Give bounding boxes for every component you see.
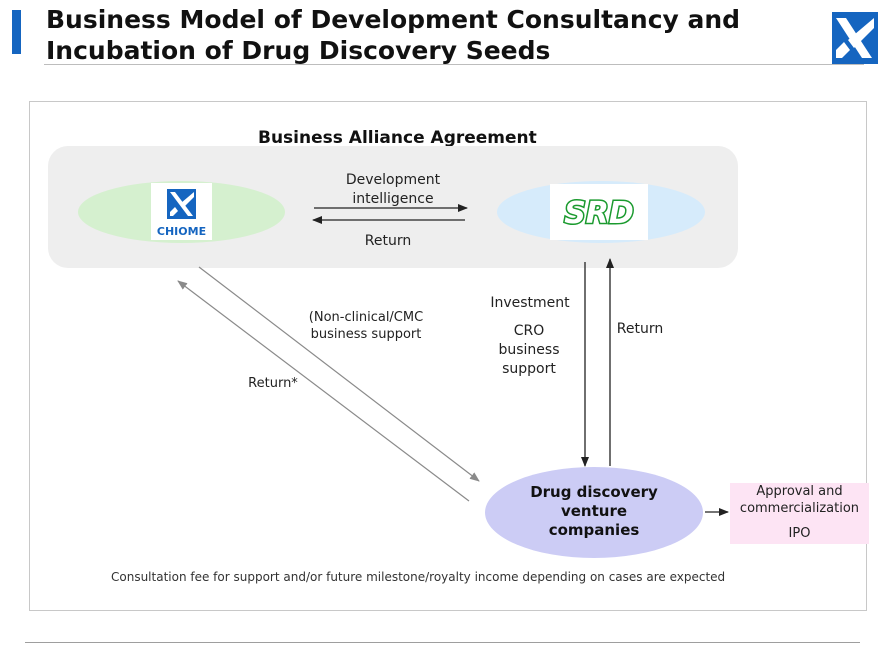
dev-intel-line-1: Development (345, 172, 441, 188)
page-title: Business Model of Development Consultanc… (46, 4, 786, 66)
cro-support-label: CRO business support (487, 322, 571, 379)
cro-line-1: CRO (513, 323, 545, 339)
approval-line-1: Approval and (756, 484, 843, 499)
chiome-logo: CHIOME (151, 183, 212, 240)
company-logo-icon (832, 12, 878, 64)
return-star-label: Return* (248, 376, 298, 391)
investment-label: Investment (490, 295, 570, 311)
title-line-2: Incubation of Drug Discovery Seeds (46, 36, 551, 65)
approval-label: Approval and commercialization (730, 483, 869, 517)
srd-logo: SRD (550, 184, 648, 240)
srd-mark-icon: SRD (563, 195, 636, 233)
return-right-label: Return (616, 321, 664, 337)
approval-line-2: commercialization (739, 501, 860, 516)
return-top-label: Return (364, 233, 412, 249)
venture-label: Drug discovery venture companies (505, 483, 683, 540)
chiome-logo-text: CHIOME (156, 225, 207, 238)
dev-intel-line-2: intelligence (352, 191, 434, 207)
approval-box (730, 483, 869, 544)
venture-line-3: companies (548, 521, 640, 539)
chiome-mark-icon (167, 189, 196, 219)
alliance-title: Business Alliance Agreement (258, 128, 537, 148)
nonclinical-label: (Non-clinical/CMC business support (296, 309, 436, 343)
diagram-panel (29, 101, 867, 611)
arrow-support (198, 266, 480, 482)
footer-divider (25, 642, 860, 643)
nonclinical-line-1: (Non-clinical/CMC (308, 310, 424, 325)
title-accent-bar (12, 10, 21, 54)
title-divider (44, 64, 864, 65)
cro-line-3: support (502, 361, 556, 377)
venture-ellipse (485, 467, 703, 558)
svg-text:SRD: SRD (564, 196, 634, 231)
footnote: Consultation fee for support and/or futu… (111, 570, 726, 584)
arrow-return-star (177, 280, 470, 502)
cro-line-2: business (498, 342, 560, 358)
nonclinical-line-2: business support (310, 327, 422, 342)
venture-line-2: venture (560, 502, 628, 520)
ipo-label: IPO (788, 526, 811, 541)
title-line-1: Business Model of Development Consultanc… (46, 5, 741, 34)
venture-line-1: Drug discovery (530, 483, 658, 501)
dev-intel-label: Development intelligence (318, 171, 468, 209)
